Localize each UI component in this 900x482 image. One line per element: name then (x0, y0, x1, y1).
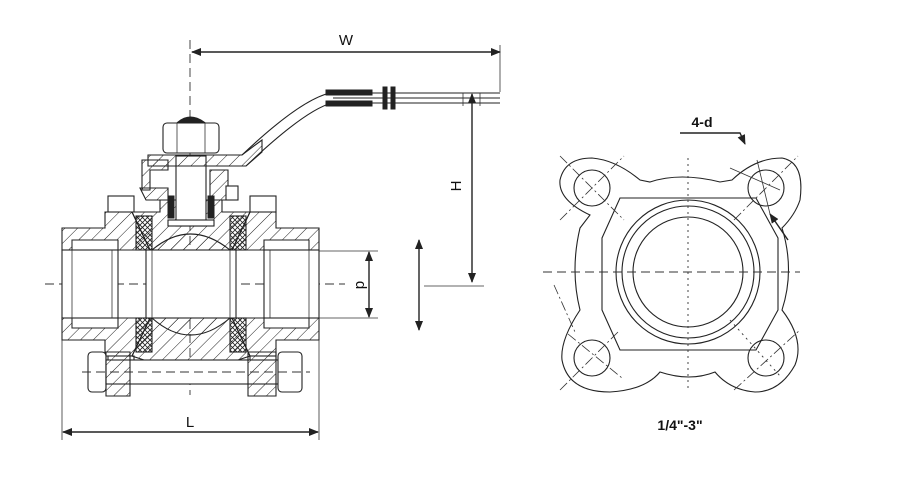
right-end-cap (231, 195, 320, 373)
callout-leader-arrow (680, 132, 746, 145)
dimension-l: L (61, 340, 320, 440)
stem-assembly (139, 155, 239, 227)
label-d: d (352, 281, 369, 289)
bolt-hole-bottom-left (553, 284, 623, 391)
end-view: 4-d 1/4"-3" (543, 114, 802, 433)
callout-pointer-arrow (769, 213, 789, 241)
label-h: H (448, 181, 465, 192)
size-range-label: 1/4"-3" (657, 417, 702, 433)
left-end-cap (61, 195, 151, 373)
valve-body (131, 199, 251, 363)
bolt-hole-callout: 4-d (692, 114, 713, 130)
bolt-hole-bottom-right (729, 319, 801, 391)
body-bolt (82, 351, 310, 397)
label-l: L (186, 414, 194, 431)
stem-nut (162, 116, 220, 154)
hex-body (601, 197, 779, 351)
label-4-d: 4-d (692, 114, 713, 130)
bolt-hole-top-right (729, 155, 799, 221)
label-w: W (339, 32, 354, 49)
dimension-w: W (191, 32, 501, 92)
flange-outline (559, 157, 802, 393)
side-section-view: W H d L (45, 32, 501, 440)
dimension-d: d (319, 250, 378, 319)
bolt-hole-top-left (559, 155, 625, 221)
dimension-h: H (424, 93, 484, 287)
